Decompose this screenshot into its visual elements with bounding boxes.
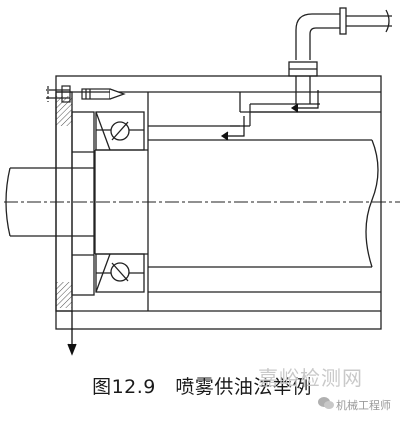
lower-bearing [95, 253, 145, 293]
oil-supply-pipe [288, 7, 392, 104]
upper-bearing [95, 111, 145, 151]
oil-flow-arrow-icon [220, 90, 319, 141]
nozzle-icon [81, 88, 126, 100]
watermark-text: 嘉峪检测网 [258, 366, 363, 390]
drain-arrow-icon [67, 311, 77, 356]
shaft [5, 139, 379, 268]
figure-caption: 图12.9 喷雾供油法举例 [92, 376, 312, 398]
end-cover-hatch-top [56, 96, 72, 126]
locating-screw [46, 85, 71, 103]
wechat-logo-icon [318, 397, 334, 409]
oil-channel [230, 103, 320, 127]
end-cover-hatch-bottom [56, 282, 72, 308]
housing [55, 75, 382, 330]
watermark-account: 机械工程师 [336, 399, 391, 412]
end-cover [55, 91, 95, 312]
